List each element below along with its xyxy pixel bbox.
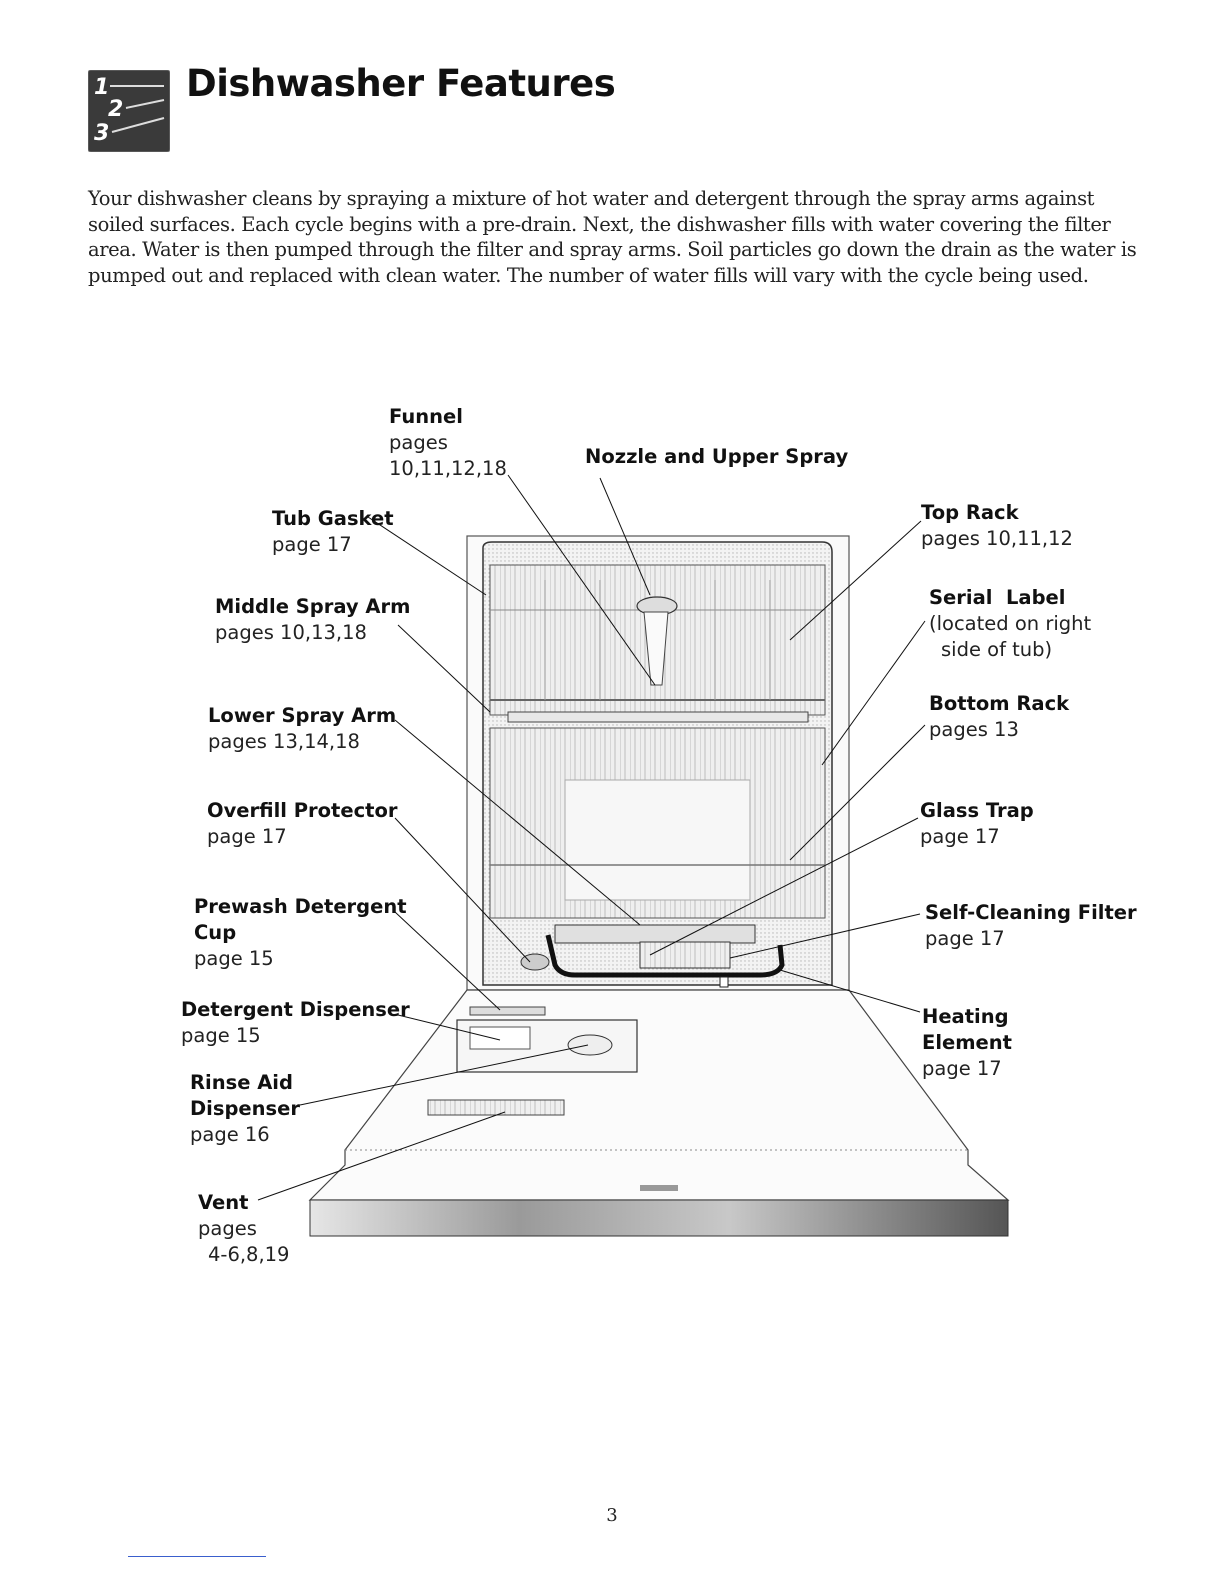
prewash-cup-name-line1: Prewash Detergent <box>194 895 407 918</box>
bottom-rack <box>489 727 826 919</box>
page-number: 3 <box>606 1505 618 1526</box>
label-tub-gasket: Tub Gasket page 17 <box>272 506 394 558</box>
rinse-aid-ref: page 16 <box>190 1123 270 1146</box>
funnel-pages: 10,11,12,18 <box>389 457 507 480</box>
intro-paragraph: Your dishwasher cleans by spraying a mix… <box>88 187 1137 287</box>
self-cleaning-filter-name: Self-Cleaning Filter <box>925 901 1137 924</box>
bottom-rack-ref: pages 13 <box>929 718 1019 741</box>
top-rack-ref: pages 10,11,12 <box>921 527 1073 550</box>
overfill-protector-name: Overfill Protector <box>207 799 398 822</box>
label-glass-trap: Glass Trap page 17 <box>920 798 1034 850</box>
funnel-ref: pages <box>389 431 448 454</box>
svg-text:3: 3 <box>94 121 109 146</box>
prewash-cup-ref: page 15 <box>194 947 274 970</box>
heating-element-name-line1: Heating <box>922 1005 1009 1028</box>
label-serial-label: Serial Label (located on right side of t… <box>929 585 1091 663</box>
vent-pages: 4-6,8,19 <box>208 1243 290 1266</box>
detergent-dispenser-name: Detergent Dispenser <box>181 998 410 1021</box>
top-rack-name: Top Rack <box>921 501 1019 524</box>
label-top-rack: Top Rack pages 10,11,12 <box>921 500 1073 552</box>
self-cleaning-filter-ref: page 17 <box>925 927 1005 950</box>
svg-text:2: 2 <box>108 97 123 122</box>
label-rinse-aid-dispenser: Rinse Aid Dispenser page 16 <box>190 1070 300 1148</box>
numbered-steps-icon: 1 2 3 <box>88 70 170 152</box>
nozzle-name: Nozzle and Upper Spray <box>585 445 849 468</box>
middle-spray-arm-ref: pages 10,13,18 <box>215 621 367 644</box>
rinse-aid-name-line2: Dispenser <box>190 1097 300 1120</box>
serial-label-ref-line1: (located on right <box>929 612 1092 635</box>
detergent-dispenser-ref: page 15 <box>181 1024 261 1047</box>
label-bottom-rack: Bottom Rack pages 13 <box>929 691 1069 743</box>
serial-label-name: Serial Label <box>929 586 1066 609</box>
lower-spray-arm-name: Lower Spray Arm <box>208 704 397 727</box>
lower-spray-arm-ref: pages 13,14,18 <box>208 730 360 753</box>
nozzle-upper-spray <box>636 596 678 686</box>
middle-spray-arm-name: Middle Spray Arm <box>215 595 411 618</box>
label-vent: Vent pages 4-6,8,19 <box>198 1190 289 1268</box>
tub-gasket-ref: page 17 <box>272 533 352 556</box>
label-lower-spray-arm: Lower Spray Arm pages 13,14,18 <box>208 703 396 755</box>
heating-element-ref: page 17 <box>922 1057 1002 1080</box>
label-self-cleaning-filter: Self-Cleaning Filter page 17 <box>925 900 1137 952</box>
leader-lines <box>257 474 926 1201</box>
footer-rule <box>128 1556 266 1557</box>
label-nozzle-upper-spray: Nozzle and Upper Spray <box>585 444 848 470</box>
serial-label-ref-line2: side of tub) <box>941 638 1053 661</box>
label-overfill-protector: Overfill Protector page 17 <box>207 798 398 850</box>
svg-text:1: 1 <box>94 75 109 100</box>
bottom-rack-name: Bottom Rack <box>929 692 1070 715</box>
open-door <box>308 989 1010 1237</box>
tub-gasket-name: Tub Gasket <box>272 507 394 530</box>
page-title: Dishwasher Features <box>186 62 616 105</box>
vent-ref: pages <box>198 1217 257 1240</box>
vent-name: Vent <box>198 1191 249 1214</box>
heating-element-name-line2: Element <box>922 1031 1012 1054</box>
label-prewash-detergent-cup: Prewash Detergent Cup page 15 <box>194 894 407 972</box>
overfill-protector-ref: page 17 <box>207 825 287 848</box>
glass-trap-ref: page 17 <box>920 825 1000 848</box>
funnel-name: Funnel <box>389 405 463 428</box>
sump-area <box>520 924 785 988</box>
label-funnel: Funnel pages 10,11,12,18 <box>389 404 507 482</box>
middle-spray-arm <box>507 711 809 723</box>
label-heating-element: Heating Element page 17 <box>922 1004 1012 1082</box>
label-detergent-dispenser: Detergent Dispenser page 15 <box>181 997 410 1049</box>
prewash-cup-name-line2: Cup <box>194 921 237 944</box>
label-middle-spray-arm: Middle Spray Arm pages 10,13,18 <box>215 594 410 646</box>
rinse-aid-name-line1: Rinse Aid <box>190 1071 293 1094</box>
glass-trap-name: Glass Trap <box>920 799 1034 822</box>
